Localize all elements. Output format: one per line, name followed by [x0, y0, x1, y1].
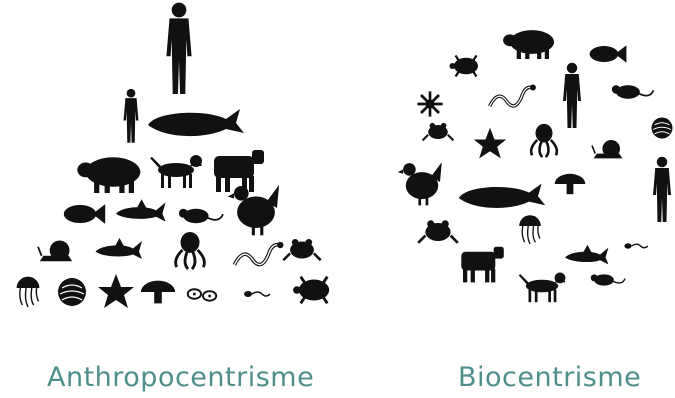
starfish-icon: [98, 274, 134, 308]
cow-icon: [214, 150, 264, 192]
snail-icon: [592, 140, 622, 158]
shark-icon: [565, 245, 608, 265]
whale-icon: [459, 184, 545, 208]
rat-icon: [179, 209, 223, 223]
mushroom-icon: [555, 174, 586, 194]
human-icon: [653, 157, 671, 222]
snake-icon: [234, 242, 283, 265]
chicken-icon: [228, 185, 279, 235]
turtle-icon: [293, 277, 329, 304]
human-icon: [563, 63, 581, 128]
cow-icon: [461, 247, 504, 283]
rat-icon: [612, 85, 654, 99]
plant-icon: [417, 91, 442, 116]
sperm-icon: [244, 291, 270, 297]
jellyfish-icon: [17, 277, 40, 307]
frog-icon: [423, 123, 454, 140]
sperm-icon: [624, 243, 647, 248]
frog-icon: [283, 239, 320, 260]
mushroom-icon: [141, 281, 175, 304]
shark-icon: [96, 238, 143, 259]
chicken-icon: [398, 162, 442, 205]
pyramid-group: [17, 3, 330, 308]
shell-icon: [58, 278, 86, 306]
shell-icon: [652, 118, 673, 139]
snake-icon: [490, 85, 536, 107]
fish-icon: [64, 204, 105, 224]
bacteria-icon: [188, 289, 217, 300]
shark-icon: [116, 199, 166, 221]
human-icon: [166, 3, 191, 94]
circle-group: [398, 30, 673, 302]
snail-icon: [38, 241, 72, 262]
rat-icon: [591, 274, 625, 285]
dog-icon: [519, 273, 566, 303]
dog-icon: [150, 155, 202, 188]
octopus-icon: [531, 124, 557, 157]
caption-biocentrisme: Biocentrisme: [458, 362, 641, 393]
whale-icon: [148, 109, 244, 136]
jellyfish-icon: [519, 215, 541, 244]
pig-icon: [77, 157, 140, 193]
octopus-icon: [176, 232, 205, 269]
human-icon: [124, 89, 139, 143]
turtle-icon: [450, 56, 479, 77]
caption-anthropocentrisme: Anthropocentrisme: [47, 362, 314, 393]
frog-icon: [418, 220, 458, 243]
fish-icon: [590, 45, 627, 63]
starfish-icon: [474, 128, 506, 159]
pig-icon: [503, 30, 554, 59]
